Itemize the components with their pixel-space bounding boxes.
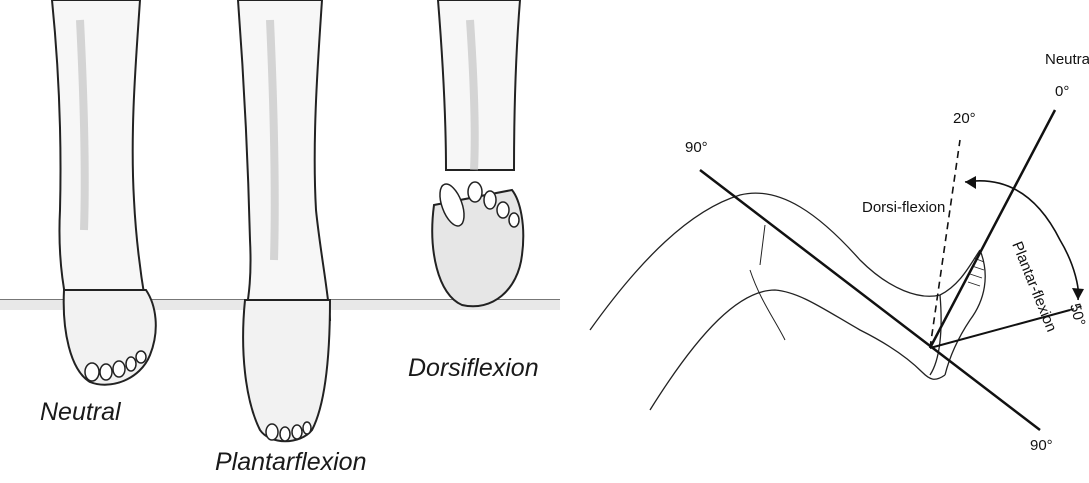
fifty-degree-label: 50° (1066, 302, 1088, 328)
angle-diagram-svg: Neutra 0° 20° 90° 90° 50° Dorsi-flexion … (560, 0, 1089, 483)
zero-degree-label: 0° (1055, 83, 1069, 100)
ninety-degree-left-label: 90° (685, 139, 708, 156)
ankle-angle-diagram: Neutra 0° 20° 90° 90° 50° Dorsi-flexion … (560, 0, 1089, 483)
neutral-caption: Neutral (40, 398, 122, 426)
ninety-degree-bottom-label: 90° (1030, 437, 1053, 454)
foot-positions-illustration: Neutral Plantarflexion Dorsiflexion (0, 0, 560, 483)
dorsiflexion-label: Dorsi-flexion (862, 199, 945, 216)
foot-drawings-svg: Neutral Plantarflexion Dorsiflexion (0, 0, 560, 483)
dorsiflexion-foot-drawing (432, 0, 523, 306)
leg-outline (590, 193, 985, 410)
neutral-label: Neutra (1045, 51, 1089, 68)
neutral-foot-drawing (52, 0, 156, 385)
plantarflexion-caption: Plantarflexion (215, 448, 366, 476)
dorsiflexion-caption: Dorsiflexion (408, 354, 539, 382)
plantarflexion-foot-drawing (238, 0, 330, 441)
twenty-degree-label: 20° (953, 110, 976, 127)
